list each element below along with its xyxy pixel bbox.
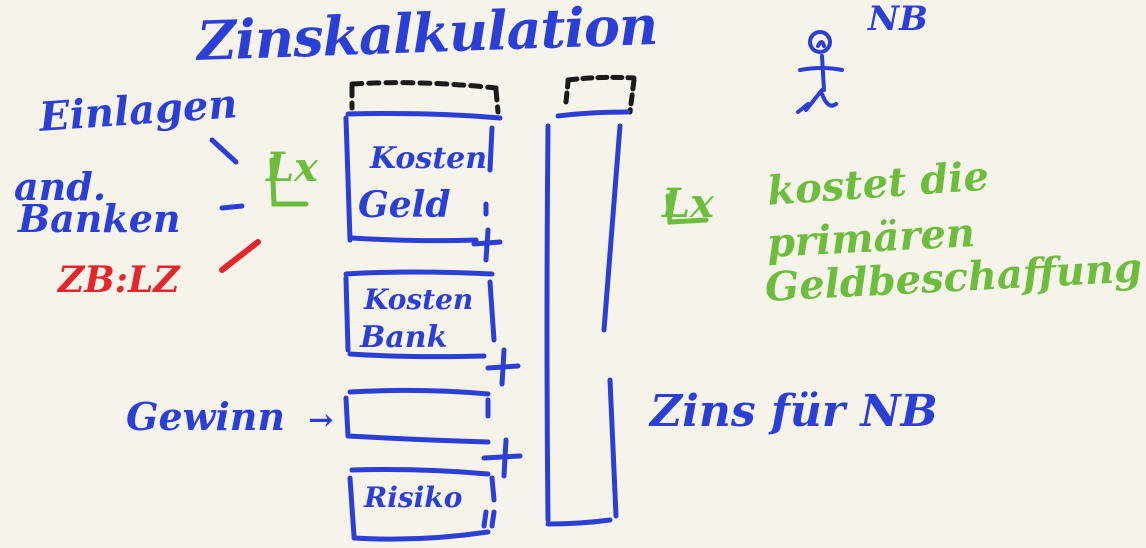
right-column-strokes (544, 109, 631, 527)
label-connectors (209, 137, 245, 211)
label-zins-fuer-nb: Zins für NB (650, 386, 938, 437)
label-gewinn: Gewinn → (126, 398, 333, 436)
connector-einlagen (209, 137, 239, 165)
dashed-top-box-left (349, 80, 501, 115)
box-kosten-geld-line1: Kosten (370, 141, 488, 176)
label-andere: and. (14, 164, 107, 209)
box-risiko-label: Risiko (364, 481, 463, 514)
box-kosten-bank-outline (343, 269, 495, 277)
stick-figure-icon (796, 30, 844, 114)
lx-underline-strokes (269, 157, 709, 225)
diagram-title: Zinskalkulation (195, 0, 659, 73)
box-kosten-geld-line2: Geld (358, 184, 451, 226)
plus-sign-3 (481, 437, 523, 479)
label-banken: Banken (18, 196, 181, 241)
plus-sign-1 (471, 227, 503, 263)
dashed-top-box-right (563, 74, 637, 115)
gewinn-text: Gewinn (126, 394, 286, 439)
box-gewinn-outline (347, 387, 491, 397)
person-label-nb: NB (868, 0, 928, 39)
arrow-right-icon: → (308, 403, 334, 438)
box-kosten-bank-line2: Bank (360, 320, 448, 355)
lx-marker-right: Lx (662, 180, 714, 227)
connector-example (219, 239, 261, 273)
left-column-strokes (343, 111, 523, 542)
lx-marker-left: Lx (266, 144, 318, 191)
box-kosten-bank-line1: Kosten (364, 283, 474, 316)
box-kosten-geld-outline (343, 115, 353, 243)
box-risiko-outline (349, 467, 491, 477)
connector-banken (219, 203, 245, 211)
label-example-zb-lz: ZB:LZ (58, 259, 180, 301)
plus-sign-2 (485, 347, 521, 387)
right-column-outline (555, 109, 631, 119)
